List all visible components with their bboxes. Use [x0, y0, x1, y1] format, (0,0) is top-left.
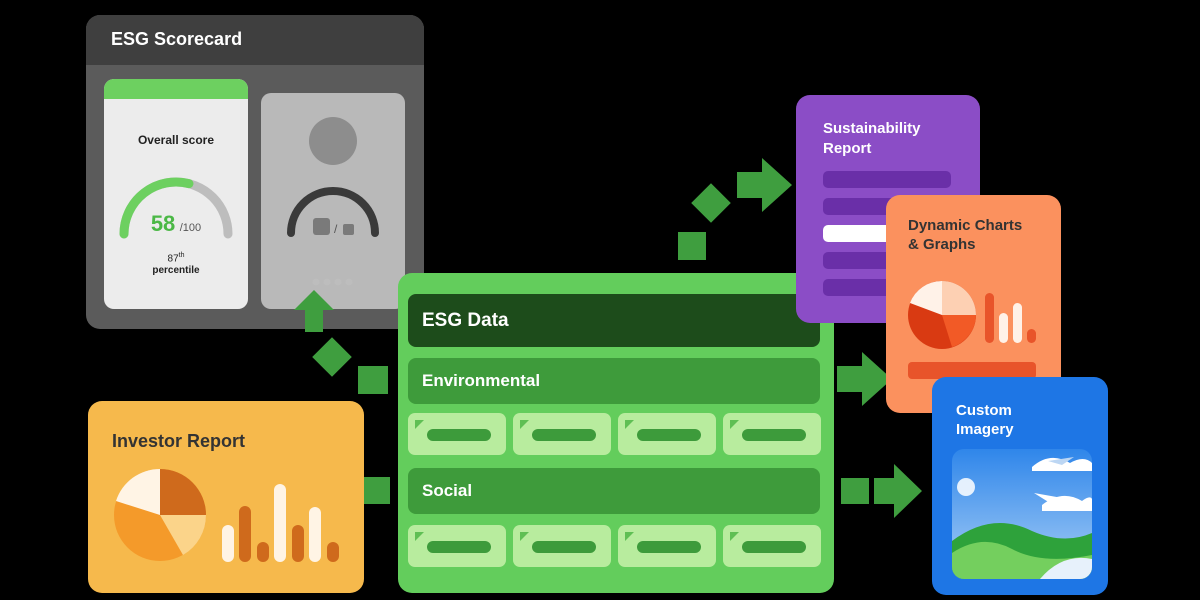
score-value: 58 — [150, 211, 176, 236]
investor-report-charts — [114, 468, 339, 562]
dynamic-charts-title: Dynamic Charts & Graphs — [908, 216, 1048, 254]
environmental-cell[interactable] — [723, 413, 821, 455]
percentile-label: percentile — [152, 265, 200, 277]
social-cell[interactable] — [513, 525, 611, 567]
score-value-group: 58 /100 — [104, 211, 248, 237]
score-gauge — [119, 177, 233, 239]
esg-data-header: ESG Data — [408, 294, 820, 347]
percentile-suffix: th — [178, 252, 185, 259]
connector-diamond-scorecard — [312, 337, 352, 377]
profile-card: / — [261, 93, 405, 309]
investor-report-title: Investor Report — [112, 431, 246, 451]
connector-diamond-sustain — [691, 183, 731, 223]
custom-imagery-title: Custom Imagery — [956, 401, 1086, 439]
profile-illustration: / — [287, 117, 379, 237]
dynamic-chart-caption-bar — [908, 362, 1036, 379]
dynamic-charts-card[interactable]: Dynamic Charts & Graphs — [886, 195, 1061, 413]
sustainability-report-title: Sustainability Report — [823, 119, 953, 159]
connector-square-imagery — [841, 478, 869, 504]
esg-data-title: ESG Data — [422, 310, 509, 331]
row-social-label: Social — [422, 481, 473, 500]
arrow-right-to-imagery — [874, 464, 922, 518]
pagination-dots-icon[interactable] — [310, 276, 358, 288]
arrow-up-to-scorecard — [294, 290, 334, 332]
row-environmental-label: Environmental — [422, 371, 541, 390]
report-text-line — [823, 171, 951, 188]
score-max: /100 — [179, 222, 202, 234]
landscape-image-icon — [952, 449, 1092, 579]
row-social[interactable]: Social — [408, 468, 820, 514]
score-card-accent-bar — [104, 79, 248, 99]
environmental-cell[interactable] — [408, 413, 506, 455]
social-cell[interactable] — [408, 525, 506, 567]
dynamic-pie-icon — [908, 280, 976, 349]
esg-data-panel: ESG Data Environmental Social — [398, 273, 834, 593]
connector-square-sustain — [678, 232, 706, 260]
percentile-rank: 87th percentile — [104, 250, 248, 277]
investor-pie-icon — [114, 468, 207, 561]
percentile-number: 87 — [167, 253, 179, 265]
social-cell[interactable] — [723, 525, 821, 567]
custom-imagery-card[interactable]: Custom Imagery — [932, 377, 1108, 595]
dynamic-title-line2: & Graphs — [908, 236, 976, 253]
environmental-cell[interactable] — [513, 413, 611, 455]
custom-title-line1: Custom — [956, 402, 1012, 419]
connector-square-scorecard — [358, 366, 388, 394]
row-environmental[interactable]: Environmental — [408, 358, 820, 404]
sustainability-title-line1: Sustainability — [823, 120, 921, 137]
investor-report-card[interactable]: Investor Report — [88, 401, 364, 593]
investor-bars-icon — [222, 484, 339, 562]
arrow-right-to-sustain — [737, 158, 792, 212]
dynamic-charts-illustration — [908, 280, 1036, 379]
environmental-cell[interactable] — [618, 413, 716, 455]
scorecard-header: ESG Scorecard — [86, 15, 424, 65]
scorecard-title: ESG Scorecard — [111, 29, 243, 49]
dynamic-title-line1: Dynamic Charts — [908, 217, 1023, 234]
overall-score-card: Overall score 58 /100 87th percentile — [104, 79, 248, 309]
custom-title-line2: Imagery — [956, 421, 1014, 438]
svg-text:/: / — [334, 222, 338, 236]
sustainability-title-line2: Report — [823, 140, 872, 157]
social-cell[interactable] — [618, 525, 716, 567]
avatar-circle — [309, 117, 357, 165]
esg-scorecard-panel: ESG Scorecard Overall score 58 /100 87th… — [86, 15, 424, 329]
arrow-right-to-dynamic — [837, 352, 892, 406]
dynamic-bars-icon — [985, 293, 1036, 343]
overall-score-label: Overall score — [137, 133, 215, 147]
